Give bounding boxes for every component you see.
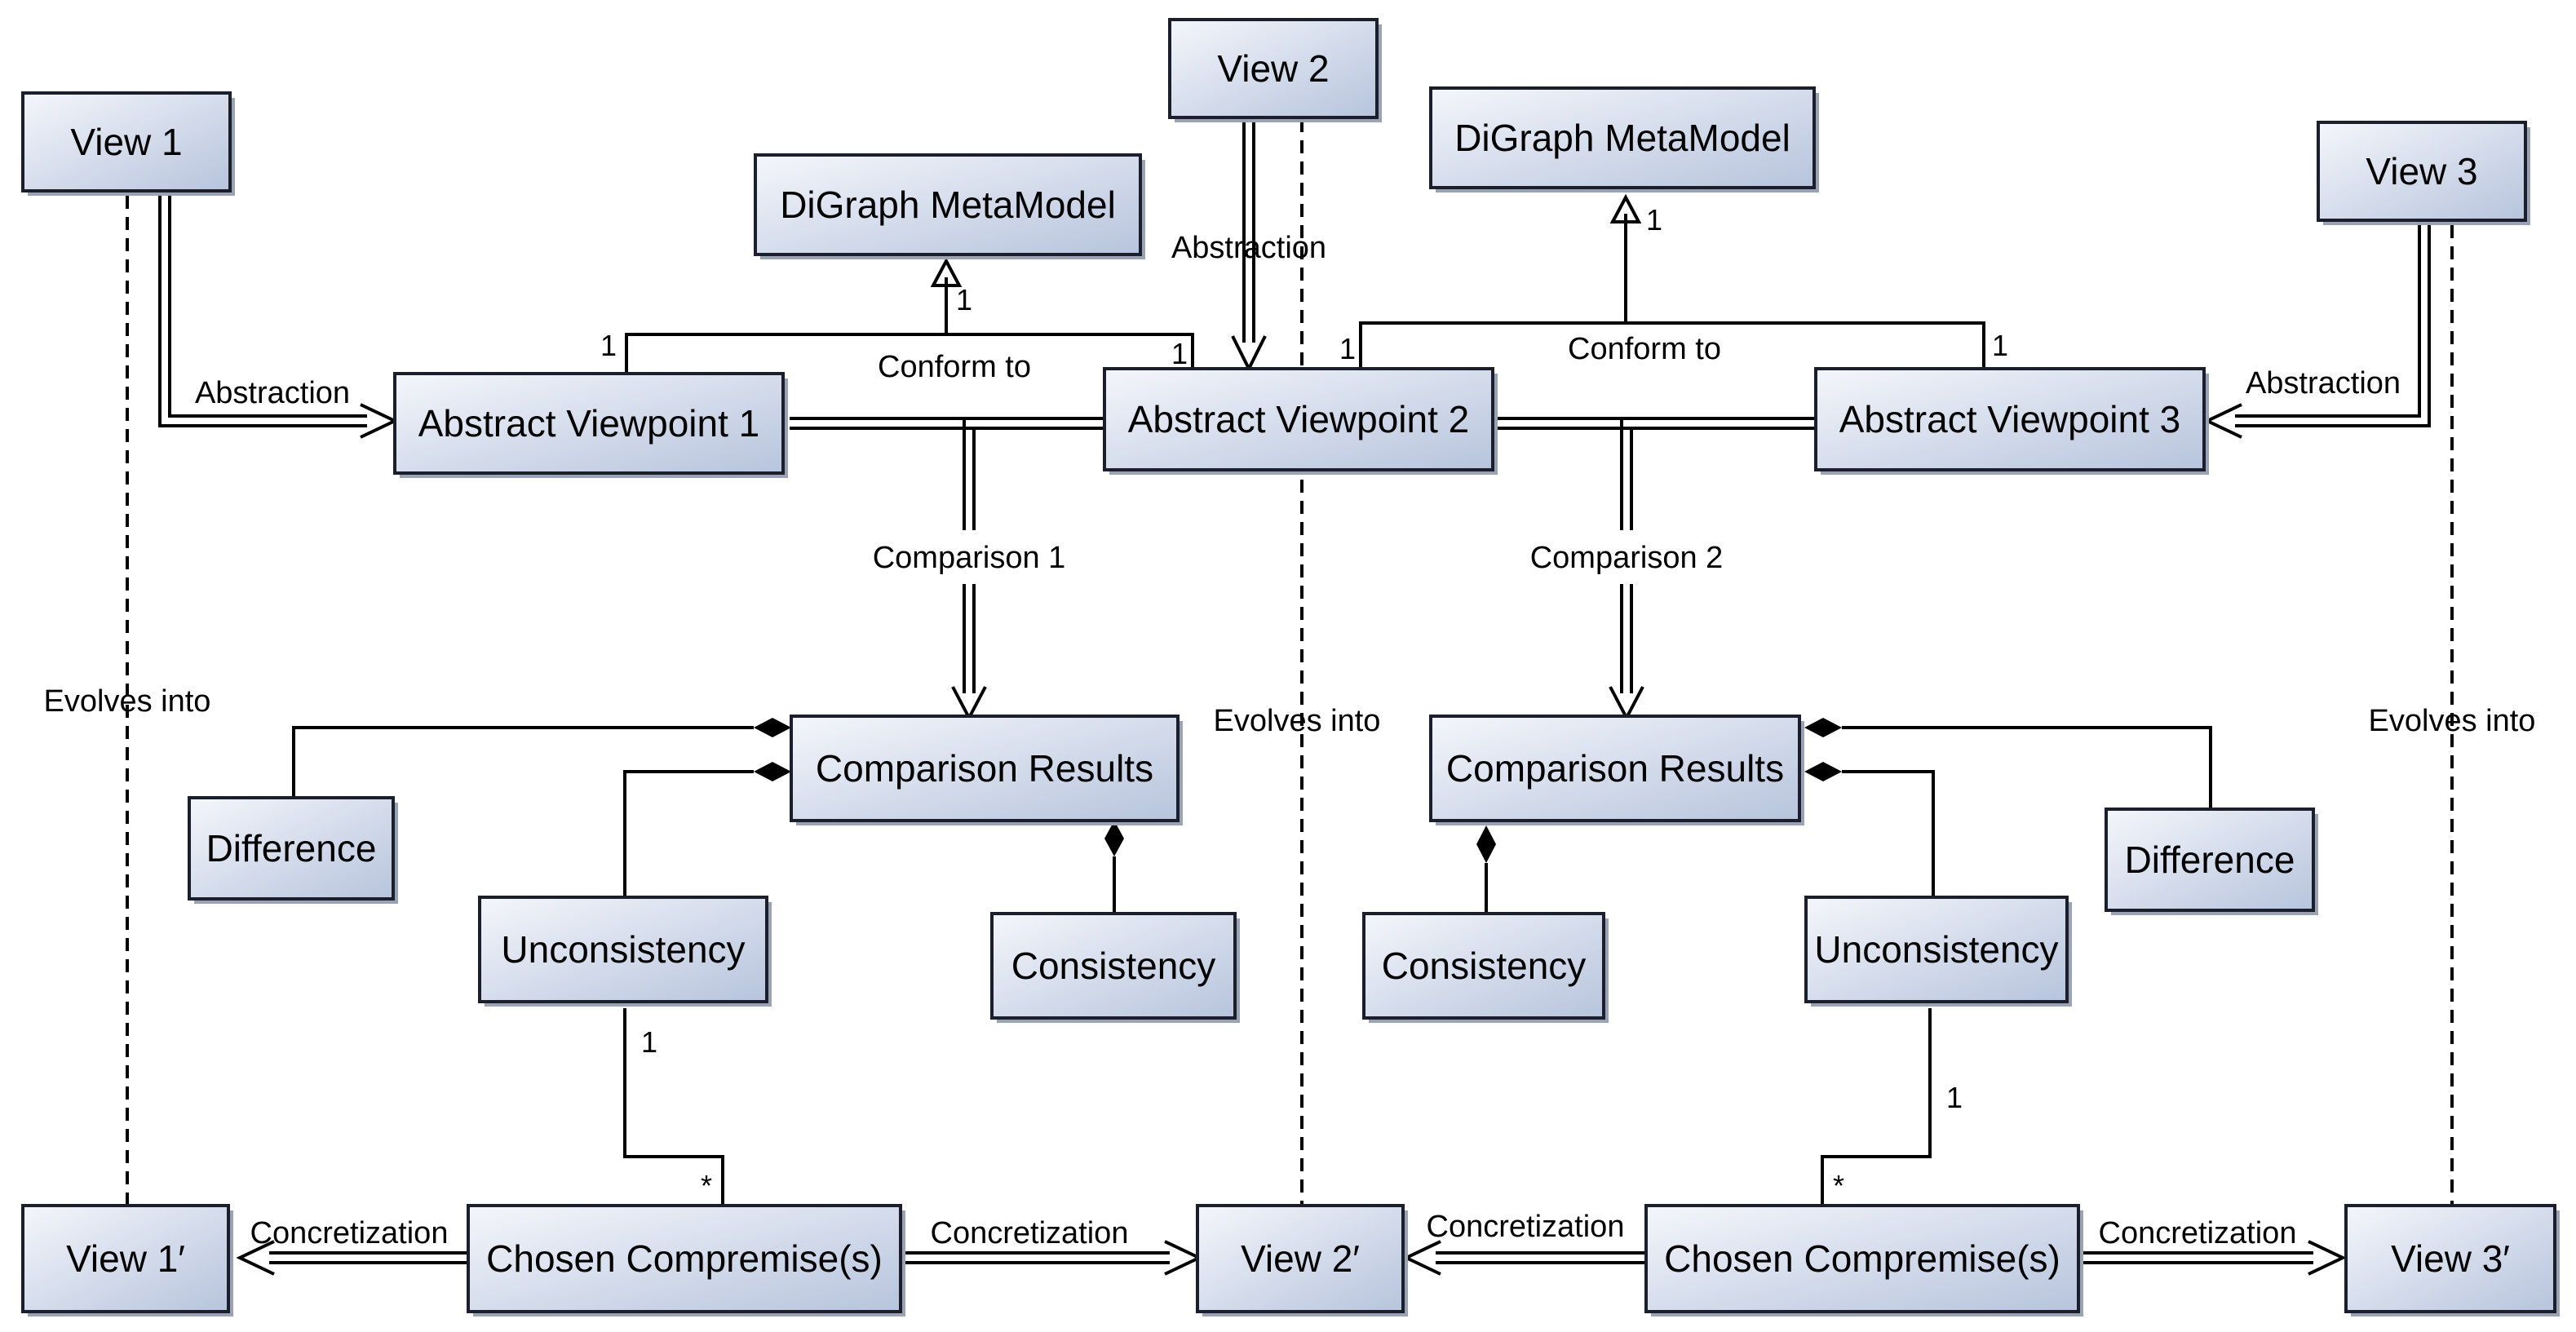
view-3-label: View 3 <box>2366 150 2477 192</box>
concretization-edge-3 <box>1402 1240 1646 1276</box>
evolves-into-label-3: Evolves into <box>2369 704 2536 738</box>
view-1-box[interactable]: View 1 <box>21 91 235 196</box>
comparison-results-right-label: Comparison Results <box>1446 747 1784 790</box>
av1-av2-connector <box>790 417 1108 430</box>
composition-consistency-left <box>1104 821 1124 914</box>
comparison-edge-2 <box>1609 418 1644 722</box>
composition-unconsistency-right <box>1804 762 1935 897</box>
conform-to-label-left: Conform to <box>878 350 1031 384</box>
consistency-left-box[interactable]: Consistency <box>990 912 1240 1023</box>
av2-av3-connector <box>1496 417 1816 430</box>
multiplicity-compromise-right: * <box>1833 1169 1844 1202</box>
concretization-label-1: Concretization <box>250 1216 449 1250</box>
chosen-compromise-right-label: Chosen Compremise(s) <box>1664 1237 2060 1280</box>
multiplicity-av2-conform-right: 1 <box>1339 332 1356 365</box>
abstract-viewpoint-2-box[interactable]: Abstract Viewpoint 2 <box>1103 367 1498 475</box>
concretization-label-2: Concretization <box>931 1216 1129 1250</box>
boxes: View 1 View 2 View 3 DiGraph MetaModel D… <box>21 18 2560 1317</box>
consistency-right-box[interactable]: Consistency <box>1362 912 1609 1023</box>
association-left <box>623 1008 724 1204</box>
concretization-edge-1 <box>236 1240 468 1276</box>
conform-edge-left <box>625 257 1194 377</box>
multiplicity-av1-conform: 1 <box>600 329 617 362</box>
chosen-compromise-right-box[interactable]: Chosen Compremise(s) <box>1644 1204 2083 1317</box>
view-1-prime-label: View 1′ <box>66 1237 185 1280</box>
multiplicity-digraph-left: 1 <box>956 283 972 316</box>
comparison-results-right-box[interactable]: Comparison Results <box>1429 715 1804 825</box>
difference-right-label: Difference <box>2125 839 2295 881</box>
evolves-into-label-2: Evolves into <box>1214 704 1381 738</box>
view-2-box[interactable]: View 2 <box>1168 18 1382 122</box>
concretization-edge-4 <box>2080 1240 2347 1276</box>
comparison-results-left-label: Comparison Results <box>816 747 1153 790</box>
unconsistency-right-label: Unconsistency <box>1814 928 2058 971</box>
edges <box>126 119 2454 1276</box>
view-1-prime-box[interactable]: View 1′ <box>21 1204 233 1317</box>
abstract-viewpoint-3-label: Abstract Viewpoint 3 <box>1839 398 2181 440</box>
comparison-results-left-box[interactable]: Comparison Results <box>790 715 1183 825</box>
evolves-into-label-1: Evolves into <box>44 684 211 719</box>
abstract-viewpoint-2-label: Abstract Viewpoint 2 <box>1128 398 1470 440</box>
abstraction-label-1: Abstraction <box>195 376 350 410</box>
abstract-viewpoint-1-label: Abstract Viewpoint 1 <box>418 402 760 445</box>
view-3-box[interactable]: View 3 <box>2317 121 2530 225</box>
unconsistency-left-box[interactable]: Unconsistency <box>478 896 772 1007</box>
unconsistency-left-label: Unconsistency <box>501 928 745 971</box>
view-2-label: View 2 <box>1217 47 1329 90</box>
digraph-metamodel-right-box[interactable]: DiGraph MetaModel <box>1429 86 1819 192</box>
chosen-compromise-left-box[interactable]: Chosen Compremise(s) <box>467 1204 905 1317</box>
difference-left-label: Difference <box>206 827 377 870</box>
composition-difference-left <box>292 718 791 798</box>
composition-unconsistency-left <box>623 762 791 897</box>
multiplicity-unconsistency-left: 1 <box>641 1025 657 1059</box>
view-1-label: View 1 <box>70 121 182 163</box>
abstract-viewpoint-1-box[interactable]: Abstract Viewpoint 1 <box>393 372 788 478</box>
association-right <box>1821 1008 1932 1204</box>
chosen-compromise-left-label: Chosen Compremise(s) <box>486 1237 883 1280</box>
concretization-label-3: Concretization <box>1427 1210 1625 1244</box>
multiplicity-unconsistency-right: 1 <box>1946 1081 1963 1114</box>
multiplicity-av2-conform-left: 1 <box>1171 337 1188 370</box>
view-3-prime-box[interactable]: View 3′ <box>2344 1204 2560 1317</box>
difference-right-box[interactable]: Difference <box>2105 808 2318 915</box>
conform-edge-right <box>1359 193 1985 367</box>
consistency-left-label: Consistency <box>1011 945 1216 987</box>
view-2-prime-label: View 2′ <box>1241 1237 1360 1280</box>
digraph-metamodel-left-label: DiGraph MetaModel <box>780 184 1116 226</box>
difference-left-box[interactable]: Difference <box>188 796 398 904</box>
composition-difference-right <box>1804 718 2212 808</box>
digraph-metamodel-left-box[interactable]: DiGraph MetaModel <box>754 153 1145 259</box>
edge-labels: Abstraction Abstraction Abstraction Conf… <box>44 203 2536 1250</box>
digraph-metamodel-right-label: DiGraph MetaModel <box>1454 117 1790 159</box>
abstraction-edge-3 <box>2203 225 2431 439</box>
concretization-label-4: Concretization <box>2099 1216 2297 1250</box>
consistency-right-label: Consistency <box>1382 945 1587 987</box>
comparison-1-label: Comparison 1 <box>873 541 1066 575</box>
abstraction-label-2: Abstraction <box>1171 231 1326 265</box>
view-3-prime-label: View 3′ <box>2391 1237 2510 1280</box>
view-2-prime-box[interactable]: View 2′ <box>1196 1204 1408 1317</box>
unconsistency-right-box[interactable]: Unconsistency <box>1804 896 2072 1007</box>
multiplicity-av3-conform: 1 <box>1992 329 2008 362</box>
abstract-viewpoint-3-box[interactable]: Abstract Viewpoint 3 <box>1814 367 2209 475</box>
abstraction-label-3: Abstraction <box>2246 366 2401 400</box>
conform-to-label-right: Conform to <box>1568 332 1721 366</box>
composition-consistency-right <box>1476 825 1496 914</box>
multiplicity-digraph-right: 1 <box>1646 203 1662 237</box>
multiplicity-compromise-left: * <box>701 1169 712 1202</box>
comparison-2-label: Comparison 2 <box>1530 541 1724 575</box>
comparison-edge-1 <box>951 418 987 722</box>
